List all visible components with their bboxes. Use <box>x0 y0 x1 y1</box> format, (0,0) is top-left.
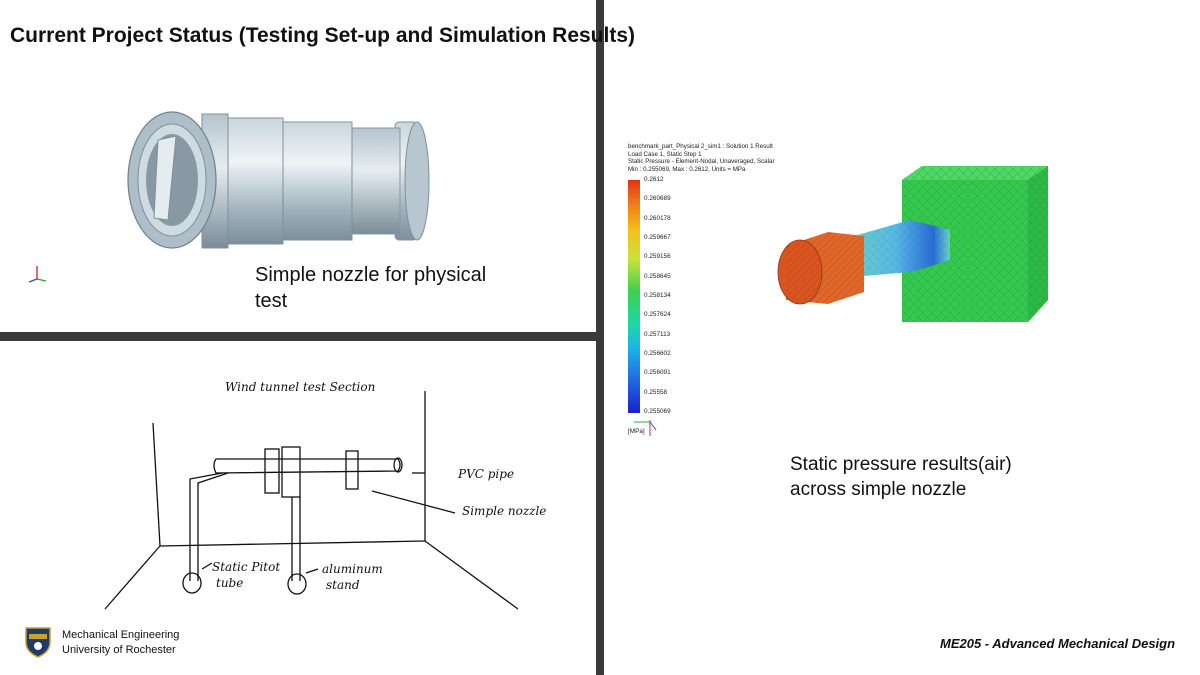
sketch-title: Wind tunnel test Section <box>225 380 375 394</box>
footer-affiliation: Mechanical Engineering University of Roc… <box>62 628 179 658</box>
colorbar-tick-label: 0.259667 <box>644 234 671 241</box>
label-static-pitot: Static Pitot <box>212 560 280 574</box>
sim-axis-triad-icon <box>634 420 657 436</box>
sim-header-line2: Load Case 1, Static Step 1 <box>628 150 702 158</box>
pressure-caption: Static pressure results(air) across simp… <box>790 452 1012 502</box>
colorbar-tick-label: 0.258134 <box>644 292 671 299</box>
nozzle-caption-line2: test <box>255 290 288 313</box>
label-aluminum: aluminum <box>322 562 383 576</box>
sim-header-line1: benchmark_part_Physical 2_sim1 : Solutio… <box>628 143 773 150</box>
colorbar-tick-label: 0.257113 <box>644 330 671 338</box>
horizontal-divider <box>0 332 596 341</box>
simulation-render <box>777 166 1048 322</box>
sim-header-line3: Static Pressure - Element-Nodal, Unavera… <box>628 158 775 166</box>
colorbar-tick-label: 0.256602 <box>644 350 671 357</box>
label-pvc-pipe: PVC pipe <box>457 467 514 481</box>
pressure-caption-line2: across simple nozzle <box>790 479 967 501</box>
colorbar-tick-label: 0.260178 <box>644 214 671 222</box>
footer-dept: Mechanical Engineering <box>62 629 180 641</box>
colorbar-tick-label: 0.260689 <box>644 195 671 203</box>
university-shield-icon <box>25 627 51 658</box>
nozzle-render <box>127 111 430 249</box>
slide-title: Current Project Status (Testing Set-up a… <box>10 24 636 47</box>
colorbar-tick-label: 0.2612 <box>644 176 664 183</box>
colorbar-tick-label: 0.255069 <box>644 408 671 415</box>
footer-university: University of Rochester <box>62 644 176 656</box>
unit-label: [MPa] <box>628 428 645 435</box>
colorbar-tick-label: 0.259156 <box>644 253 671 261</box>
colorbar-tick-label: 0.25558 <box>644 388 668 396</box>
label-simple-nozzle: Simple nozzle <box>462 504 546 518</box>
label-tube: tube <box>216 576 243 590</box>
vertical-divider <box>596 0 604 675</box>
course-label: ME205 - Advanced Mechanical Design <box>940 636 1176 651</box>
simulation-header: benchmark_part_Physical 2_sim1 : Solutio… <box>628 143 775 173</box>
wind-tunnel-sketch: Wind tunnel test Section PVC pipe Simple… <box>104 380 546 610</box>
pressure-caption-line1: Static pressure results(air) <box>790 454 1012 475</box>
nozzle-caption: Simple nozzle for physical test <box>255 262 486 315</box>
colorbar-tick-label: 0.256091 <box>644 369 671 377</box>
sim-header-line4: Min : 0.255069, Max : 0.2612, Units = MP… <box>628 165 746 173</box>
label-stand: stand <box>326 578 360 592</box>
pressure-colorbar <box>628 180 640 413</box>
colorbar-tick-label: 0.258645 <box>644 272 671 280</box>
nozzle-caption-line1: Simple nozzle for physical <box>255 264 487 286</box>
colorbar-tick-label: 0.257624 <box>644 311 671 319</box>
axis-triad-icon <box>28 266 47 283</box>
